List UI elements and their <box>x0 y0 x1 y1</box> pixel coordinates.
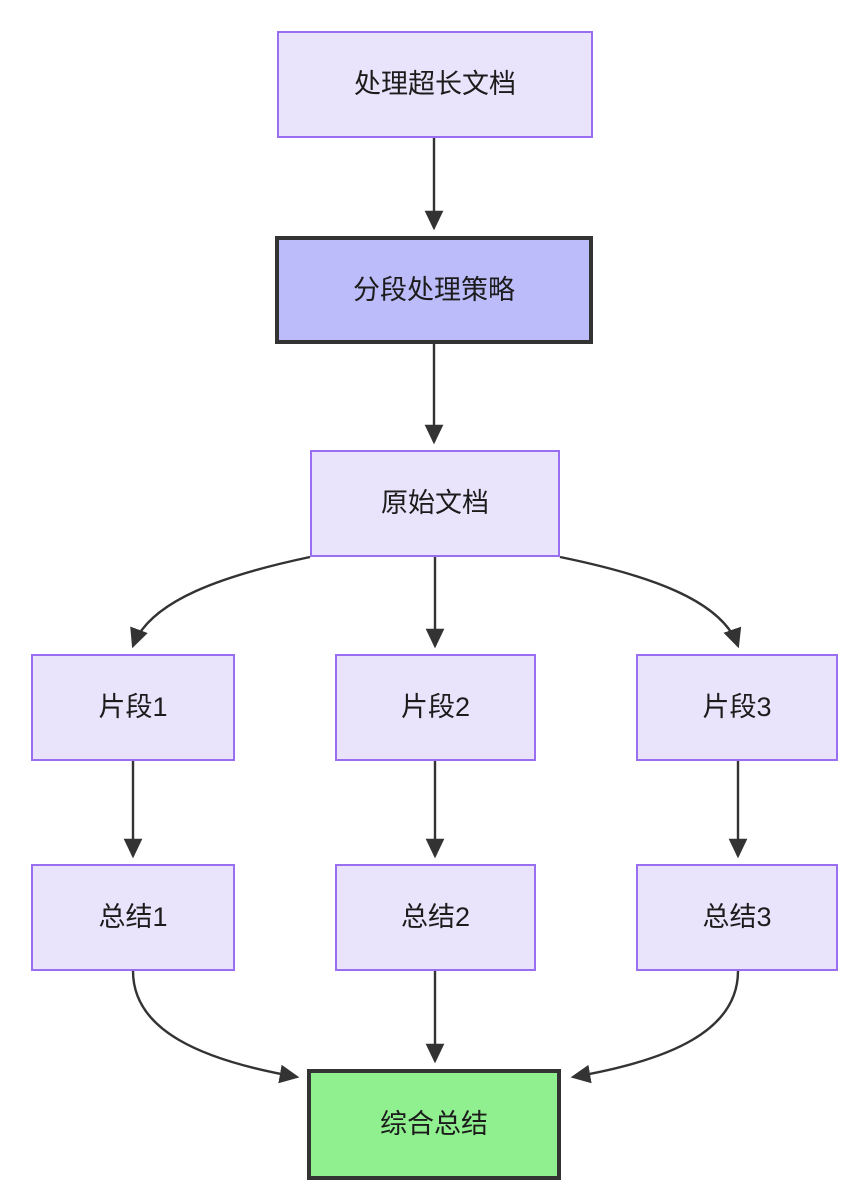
node-label-summary2: 总结2 <box>400 902 471 933</box>
node-label-strategy: 分段处理策略 <box>353 274 515 305</box>
node-label-source: 原始文档 <box>381 488 489 519</box>
node-final[interactable]: 综合总结 <box>307 1069 561 1180</box>
edge-summary3-to-final <box>570 970 740 1084</box>
edge-source-to-chunk1 <box>130 555 311 649</box>
edge-source-to-chunk3 <box>559 555 742 649</box>
node-label-summary3: 总结3 <box>702 902 772 933</box>
node-label-final: 综合总结 <box>380 1109 488 1140</box>
node-label-summary1: 总结1 <box>98 902 168 933</box>
node-summary1[interactable]: 总结1 <box>31 864 235 971</box>
edge-summary1-to-final <box>131 970 300 1084</box>
node-label-chunk3: 片段3 <box>702 692 772 723</box>
node-summary3[interactable]: 总结3 <box>636 864 838 971</box>
node-chunk1[interactable]: 片段1 <box>31 654 235 761</box>
node-summary2[interactable]: 总结2 <box>335 864 536 971</box>
node-chunk3[interactable]: 片段3 <box>636 654 838 761</box>
node-strategy[interactable]: 分段处理策略 <box>275 236 593 344</box>
node-chunk2[interactable]: 片段2 <box>335 654 536 761</box>
node-label-root: 处理超长文档 <box>354 69 516 100</box>
node-label-chunk1: 片段1 <box>98 692 168 723</box>
node-label-chunk2: 片段2 <box>400 692 471 723</box>
node-root[interactable]: 处理超长文档 <box>277 31 593 138</box>
node-source[interactable]: 原始文档 <box>310 450 560 557</box>
